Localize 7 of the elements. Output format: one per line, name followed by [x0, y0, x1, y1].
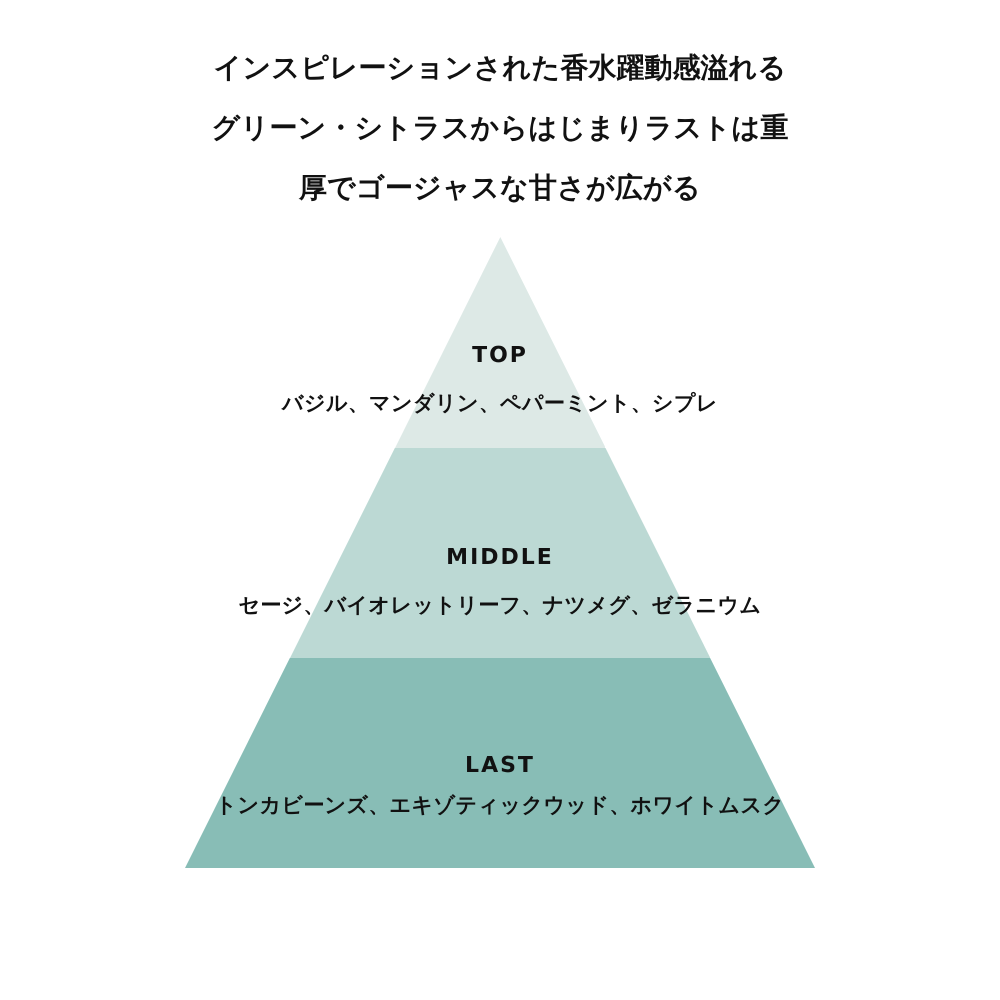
heading: インスピレーションされた香水躍動感溢れるグリーン・シトラスからはじまりラストは重厚でゴージャスな甘さが広がる: [210, 50, 790, 206]
note-list: バジル、マンダリン、ペパーミント、シプレ: [282, 388, 718, 418]
tier-label: LAST: [465, 752, 535, 780]
note-list: トンカビーンズ、エキゾティックウッド、ホワイトムスク: [216, 790, 784, 820]
note-list: セージ、バイオレットリーフ、ナツメグ、ゼラニウム: [238, 590, 762, 620]
tier-label: TOP: [472, 342, 528, 370]
tier-label: MIDDLE: [446, 544, 554, 572]
